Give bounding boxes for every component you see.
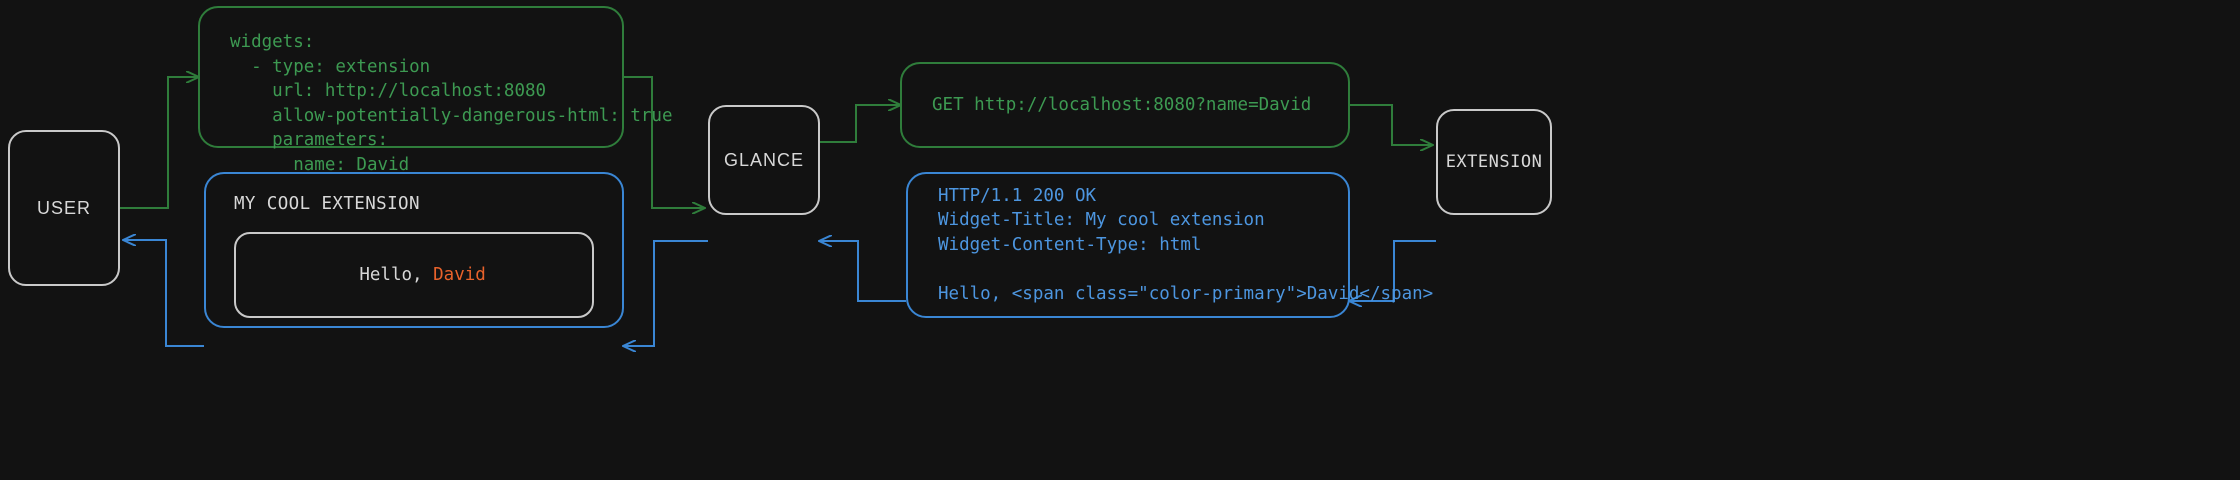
edge-user-to-config: [120, 77, 198, 209]
panel-http-response: HTTP/1.1 200 OK Widget-Title: My cool ex…: [906, 172, 1433, 318]
panel-http-request: GET http://localhost:8080?name=David: [900, 62, 1350, 148]
rendered-widget-title: MY COOL EXTENSION: [234, 194, 420, 214]
node-user[interactable]: USER: [8, 130, 120, 286]
edge-config-to-glance: [624, 76, 704, 208]
panel-config-yaml: widgets: - type: extension url: http://l…: [198, 6, 673, 175]
rendered-widget-frame: Hello, David: [234, 232, 594, 318]
node-glance-label: GLANCE: [723, 149, 805, 170]
rendered-widget-greeting: Hello,: [359, 265, 434, 285]
edge-http-request-to-extension: [1350, 104, 1432, 145]
node-user-label: USER: [36, 197, 91, 218]
edge-glance-to-http-request: [820, 105, 900, 143]
node-glance[interactable]: GLANCE: [708, 105, 820, 215]
http-request-text: GET http://localhost:8080?name=David: [932, 94, 1312, 115]
edge-glance-to-rendered-widget: [624, 240, 708, 346]
panel-rendered-widget: MY COOL EXTENSION Hello, David: [204, 172, 624, 328]
edge-http-response-to-glance: [820, 241, 906, 302]
node-extension-label: EXTENSION: [1445, 152, 1543, 172]
edge-rendered-widget-to-user: [124, 240, 204, 347]
config-yaml-text: widgets: - type: extension url: http://l…: [230, 32, 673, 175]
rendered-widget-body: Hello, David: [254, 245, 486, 305]
http-response-text: HTTP/1.1 200 OK Widget-Title: My cool ex…: [938, 185, 1434, 304]
rendered-widget-name: David: [433, 265, 486, 285]
node-extension[interactable]: EXTENSION: [1436, 109, 1552, 215]
